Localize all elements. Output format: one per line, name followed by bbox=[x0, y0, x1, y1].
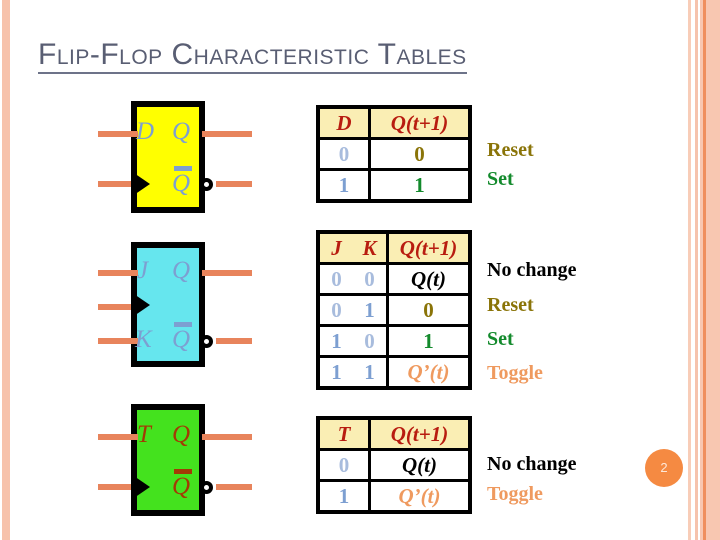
d-row0-output: 0 bbox=[368, 137, 472, 171]
t-input-wire bbox=[98, 434, 138, 440]
jk-table-header-j: J bbox=[316, 230, 353, 265]
jk-note-toggle: Toggle bbox=[487, 362, 543, 384]
jk-row0-k: 0 bbox=[353, 262, 389, 296]
jk-row1-j: 0 bbox=[316, 293, 353, 327]
jk-table-header-k: K bbox=[353, 230, 389, 265]
t-qbar-bubble bbox=[200, 481, 213, 494]
right-border-stripe-outer bbox=[688, 0, 691, 540]
jk-table-header-q: Q(t+1) bbox=[386, 230, 472, 265]
jk-clock-wire bbox=[98, 304, 138, 310]
d-input-wire bbox=[98, 131, 138, 137]
table-row: 0 0 Q(t) bbox=[316, 262, 472, 296]
t-row1-output: Q’(t) bbox=[368, 479, 472, 514]
page-title: Flip-Flop Characteristic Tables bbox=[38, 38, 658, 74]
jk-row1-output: 0 bbox=[386, 293, 472, 327]
jk-row2-output: 1 bbox=[386, 324, 472, 358]
table-row: 1 Q’(t) bbox=[316, 479, 472, 514]
jk-row3-k: 1 bbox=[353, 355, 389, 390]
t-q-wire bbox=[202, 434, 252, 440]
jk-qbar-overline bbox=[174, 322, 192, 327]
d-characteristic-table: D Q(t+1) 0 0 1 1 bbox=[316, 105, 472, 203]
t-qbar-label: Q bbox=[172, 473, 191, 500]
t-characteristic-table: T Q(t+1) 0 Q(t) 1 Q’(t) bbox=[316, 416, 472, 514]
page-number-badge: 2 bbox=[645, 449, 683, 487]
t-qbar-overline bbox=[174, 469, 192, 474]
d-q-label: Q bbox=[172, 118, 191, 145]
t-note-no-change: No change bbox=[487, 453, 577, 475]
jk-k-wire bbox=[98, 338, 138, 344]
d-note-reset: Reset bbox=[487, 139, 534, 161]
jk-qbar-bubble bbox=[200, 335, 213, 348]
t-row0-input: 0 bbox=[316, 448, 371, 482]
jk-q-wire bbox=[202, 270, 252, 276]
d-clock-wire bbox=[98, 181, 138, 187]
table-row: 0 1 0 bbox=[316, 293, 472, 327]
jk-row0-output: Q(t) bbox=[386, 262, 472, 296]
left-border-stripe bbox=[2, 0, 10, 540]
t-table-header-q: Q(t+1) bbox=[368, 416, 472, 451]
t-clock-wire bbox=[98, 484, 138, 490]
right-border-stripe-accent bbox=[703, 0, 706, 540]
right-border-stripe-thin bbox=[695, 0, 698, 540]
jk-note-set: Set bbox=[487, 328, 514, 350]
jk-row2-j: 1 bbox=[316, 324, 353, 358]
jk-row3-j: 1 bbox=[316, 355, 353, 390]
table-header-row: J K Q(t+1) bbox=[316, 230, 472, 265]
t-q-label: Q bbox=[172, 421, 191, 448]
d-table-header-q: Q(t+1) bbox=[368, 105, 472, 140]
table-row: 1 0 1 bbox=[316, 324, 472, 358]
jk-qbar-wire bbox=[216, 338, 252, 344]
d-row1-output: 1 bbox=[368, 168, 472, 203]
table-row: 0 0 bbox=[316, 137, 472, 171]
d-input-label: D bbox=[136, 118, 155, 145]
page-title-text: Flip-Flop Characteristic Tables bbox=[38, 38, 467, 74]
jk-q-label: Q bbox=[172, 257, 191, 284]
d-row0-input: 0 bbox=[316, 137, 371, 171]
table-row: 1 1 bbox=[316, 168, 472, 203]
t-note-toggle: Toggle bbox=[487, 483, 543, 505]
t-input-label: T bbox=[137, 421, 151, 448]
d-table-header-d: D bbox=[316, 105, 371, 140]
table-header-row: D Q(t+1) bbox=[316, 105, 472, 140]
table-row: 1 1 Q’(t) bbox=[316, 355, 472, 390]
t-table-header-t: T bbox=[316, 416, 371, 451]
d-qbar-overline bbox=[174, 166, 192, 171]
jk-j-wire bbox=[98, 270, 138, 276]
t-row0-output: Q(t) bbox=[368, 448, 472, 482]
d-qbar-bubble bbox=[200, 178, 213, 191]
t-row1-input: 1 bbox=[316, 479, 371, 514]
jk-qbar-label: Q bbox=[172, 326, 191, 353]
jk-j-label: J bbox=[137, 257, 149, 284]
t-clock-triangle bbox=[131, 474, 150, 500]
jk-row2-k: 0 bbox=[353, 324, 389, 358]
d-qbar-wire bbox=[216, 181, 252, 187]
d-clock-triangle bbox=[131, 171, 150, 197]
d-row1-input: 1 bbox=[316, 168, 371, 203]
d-q-wire bbox=[202, 131, 252, 137]
jk-k-label: K bbox=[135, 326, 152, 353]
jk-note-reset: Reset bbox=[487, 294, 534, 316]
jk-clock-triangle bbox=[131, 292, 150, 318]
t-qbar-wire bbox=[216, 484, 252, 490]
jk-characteristic-table: J K Q(t+1) 0 0 Q(t) 0 1 0 1 0 1 1 1 Q’(t… bbox=[316, 230, 472, 390]
d-note-set: Set bbox=[487, 168, 514, 190]
jk-row1-k: 1 bbox=[353, 293, 389, 327]
table-header-row: T Q(t+1) bbox=[316, 416, 472, 451]
d-qbar-label: Q bbox=[172, 170, 191, 197]
jk-row3-output: Q’(t) bbox=[386, 355, 472, 390]
jk-note-no-change: No change bbox=[487, 259, 577, 281]
table-row: 0 Q(t) bbox=[316, 448, 472, 482]
right-border-stripe-edge bbox=[709, 0, 720, 540]
jk-row0-j: 0 bbox=[316, 262, 353, 296]
